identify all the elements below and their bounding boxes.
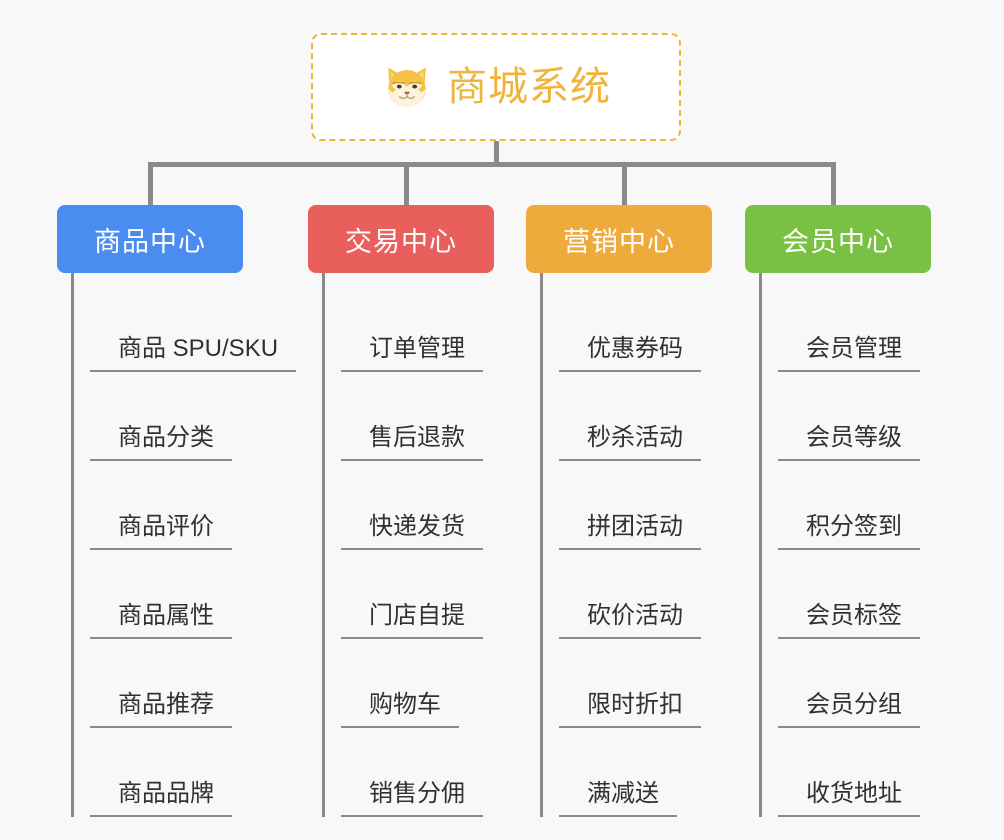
leaf-list-product: 商品 SPU/SKU 商品分类 商品评价 商品属性 商品推荐 商品品牌: [71, 273, 307, 817]
list-item[interactable]: 商品评价: [90, 461, 307, 550]
shiba-dog-face-icon: [381, 61, 433, 113]
leaf-label: 订单管理: [341, 335, 483, 372]
leaf-label: 商品 SPU/SKU: [90, 335, 297, 372]
list-item[interactable]: 秒杀活动: [559, 372, 746, 461]
leaf-label: 商品评价: [90, 513, 232, 550]
list-item[interactable]: 会员管理: [778, 283, 965, 372]
category-header-marketing[interactable]: 营销中心: [526, 205, 712, 273]
list-item[interactable]: 商品品牌: [90, 728, 307, 817]
connector-drop-1: [148, 162, 153, 206]
leaf-label: 商品属性: [90, 602, 232, 639]
leaf-label: 售后退款: [341, 424, 483, 461]
category-column-product: 商品中心 商品 SPU/SKU 商品分类 商品评价 商品属性 商品推荐 商品品牌: [57, 205, 307, 817]
leaf-label: 商品品牌: [90, 780, 232, 817]
category-header-product[interactable]: 商品中心: [57, 205, 243, 273]
list-item[interactable]: 会员标签: [778, 550, 965, 639]
leaf-label: 快递发货: [341, 513, 483, 550]
category-column-member: 会员中心 会员管理 会员等级 积分签到 会员标签 会员分组 收货地址: [745, 205, 965, 817]
connector-horizontal-bar: [148, 162, 836, 167]
leaf-label: 秒杀活动: [559, 424, 701, 461]
category-label: 会员中心: [782, 226, 894, 257]
category-label: 交易中心: [345, 226, 457, 257]
category-label: 商品中心: [94, 226, 206, 257]
list-item[interactable]: 门店自提: [341, 550, 528, 639]
leaf-label: 门店自提: [341, 602, 483, 639]
leaf-label: 积分签到: [778, 513, 920, 550]
category-header-member[interactable]: 会员中心: [745, 205, 931, 273]
list-item[interactable]: 售后退款: [341, 372, 528, 461]
leaf-label: 会员管理: [778, 335, 920, 372]
list-item[interactable]: 积分签到: [778, 461, 965, 550]
root-node-shop-system[interactable]: 商城系统: [311, 33, 681, 141]
leaf-label: 优惠券码: [559, 335, 701, 372]
list-item[interactable]: 订单管理: [341, 283, 528, 372]
list-item[interactable]: 商品 SPU/SKU: [90, 283, 307, 372]
list-item[interactable]: 满减送: [559, 728, 746, 817]
list-item[interactable]: 商品属性: [90, 550, 307, 639]
list-item[interactable]: 砍价活动: [559, 550, 746, 639]
connector-drop-2: [404, 162, 409, 206]
list-item[interactable]: 快递发货: [341, 461, 528, 550]
category-header-trade[interactable]: 交易中心: [308, 205, 494, 273]
leaf-list-trade: 订单管理 售后退款 快递发货 门店自提 购物车 销售分佣: [322, 273, 528, 817]
connector-drop-4: [831, 162, 836, 206]
list-item[interactable]: 拼团活动: [559, 461, 746, 550]
leaf-list-member: 会员管理 会员等级 积分签到 会员标签 会员分组 收货地址: [759, 273, 965, 817]
leaf-label: 会员分组: [778, 691, 920, 728]
leaf-label: 会员等级: [778, 424, 920, 461]
leaf-label: 收货地址: [778, 780, 920, 817]
leaf-label: 销售分佣: [341, 780, 483, 817]
list-item[interactable]: 会员分组: [778, 639, 965, 728]
leaf-label: 商品推荐: [90, 691, 232, 728]
leaf-label: 会员标签: [778, 602, 920, 639]
leaf-label: 砍价活动: [559, 602, 701, 639]
list-item[interactable]: 会员等级: [778, 372, 965, 461]
list-item[interactable]: 收货地址: [778, 728, 965, 817]
list-item[interactable]: 购物车: [341, 639, 528, 728]
list-item[interactable]: 商品推荐: [90, 639, 307, 728]
leaf-label: 满减送: [559, 780, 677, 817]
list-item[interactable]: 商品分类: [90, 372, 307, 461]
list-item[interactable]: 优惠券码: [559, 283, 746, 372]
category-label: 营销中心: [563, 226, 675, 257]
leaf-label: 限时折扣: [559, 691, 701, 728]
connector-root-stem: [494, 141, 499, 165]
category-column-trade: 交易中心 订单管理 售后退款 快递发货 门店自提 购物车 销售分佣: [308, 205, 528, 817]
category-column-marketing: 营销中心 优惠券码 秒杀活动 拼团活动 砍价活动 限时折扣 满减送: [526, 205, 746, 817]
list-item[interactable]: 销售分佣: [341, 728, 528, 817]
list-item[interactable]: 限时折扣: [559, 639, 746, 728]
root-title: 商城系统: [447, 65, 611, 109]
leaf-label: 购物车: [341, 691, 459, 728]
leaf-label: 拼团活动: [559, 513, 701, 550]
connector-drop-3: [622, 162, 627, 206]
leaf-label: 商品分类: [90, 424, 232, 461]
leaf-list-marketing: 优惠券码 秒杀活动 拼团活动 砍价活动 限时折扣 满减送: [540, 273, 746, 817]
